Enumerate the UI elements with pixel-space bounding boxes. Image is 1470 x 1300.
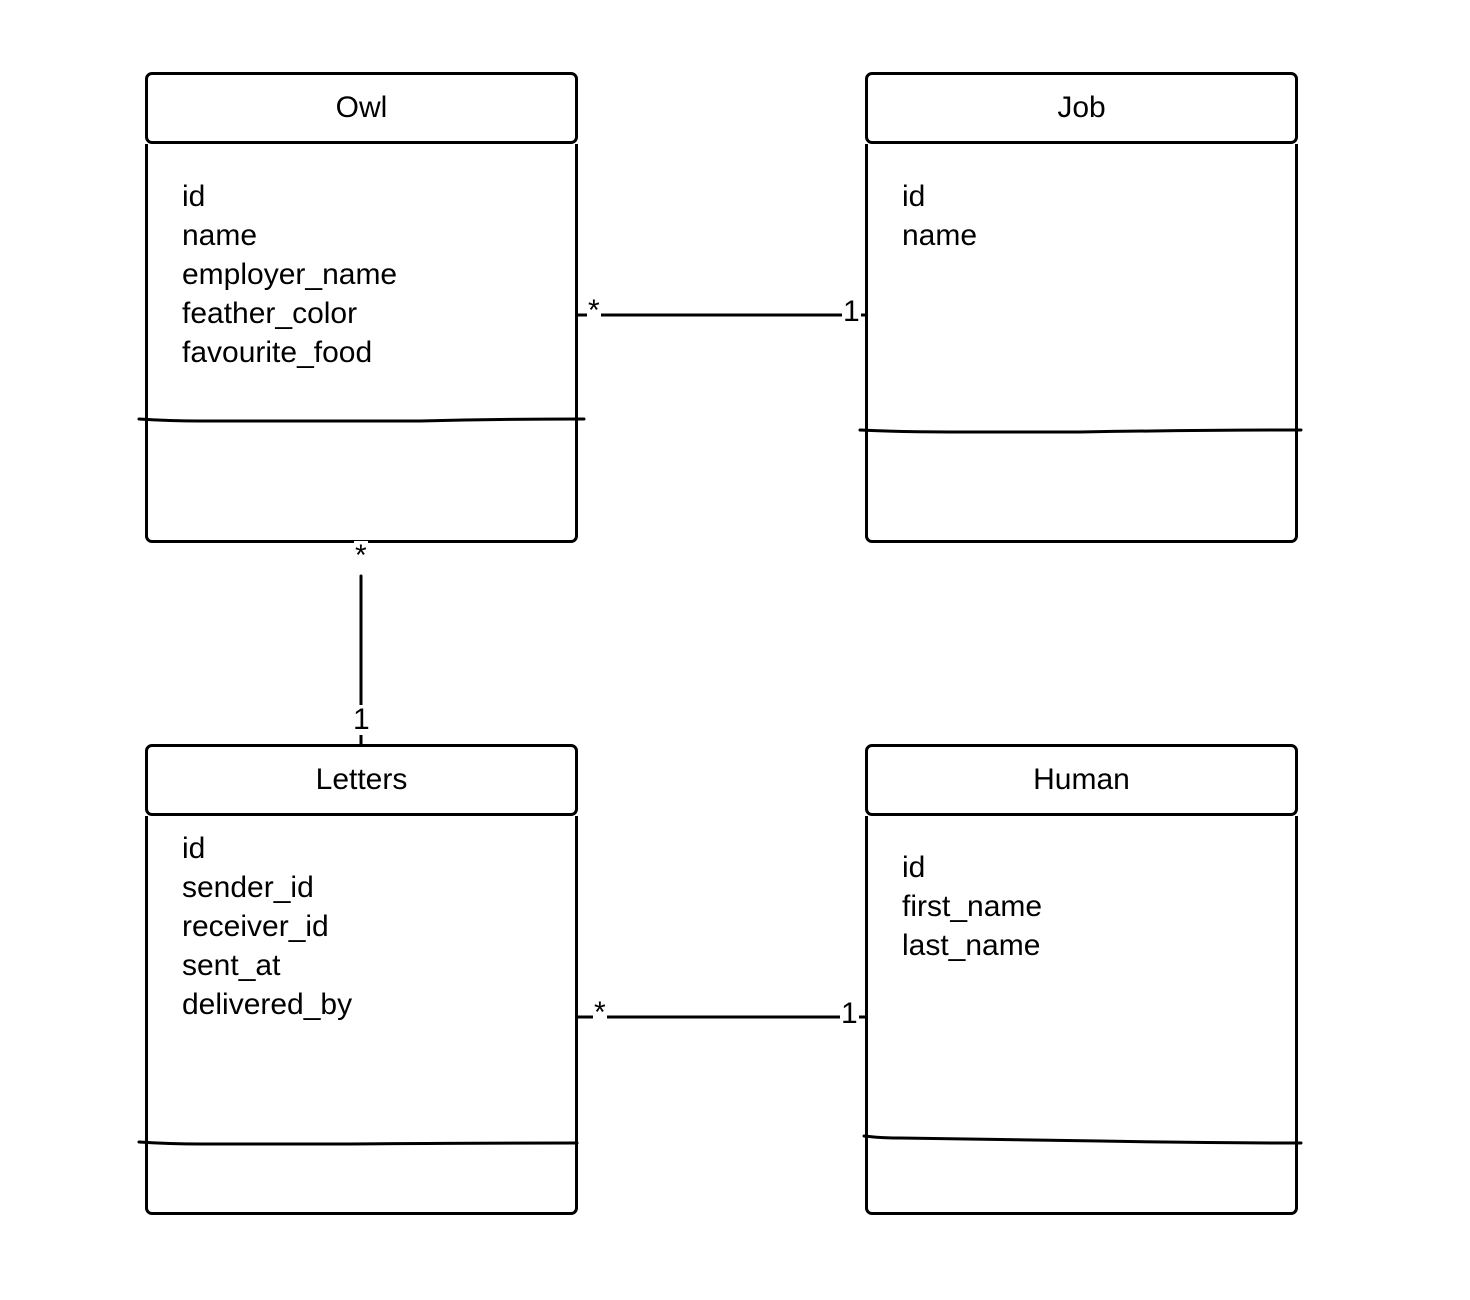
human-attribute: id (902, 851, 926, 884)
owl-attribute: favourite_food (182, 336, 373, 369)
letters-entity-title: Letters (315, 763, 408, 796)
owl-job-multiplicity-owl: * (587, 294, 601, 327)
owl-entity-title: Owl (335, 91, 388, 124)
owl-letters-multiplicity-letters: 1 (352, 703, 371, 736)
owl-attribute: feather_color (182, 297, 358, 330)
owl-entity-header[interactable]: Owl (145, 72, 578, 144)
letters-human-multiplicity-human: 1 (840, 997, 859, 1030)
letters-attribute: sender_id (182, 871, 314, 904)
letters-attribute: sent_at (182, 949, 281, 982)
job-attribute: id (902, 180, 926, 213)
human-entity-body[interactable] (865, 816, 1298, 1215)
letters-attribute-list: id sender_id receiver_id sent_at deliver… (182, 829, 352, 1024)
owl-job-multiplicity-job: 1 (842, 295, 861, 328)
letters-operations-separator (137, 1140, 579, 1146)
letters-human-multiplicity-letters: * (593, 996, 607, 1029)
job-attribute-list: id name (902, 177, 977, 255)
job-entity-header[interactable]: Job (865, 72, 1298, 144)
job-operations-separator (858, 428, 1303, 434)
human-attribute: last_name (902, 929, 1041, 962)
owl-attribute: name (182, 219, 258, 252)
letters-entity-body[interactable] (145, 816, 578, 1215)
owl-operations-separator (137, 417, 586, 423)
letters-attribute: delivered_by (182, 988, 353, 1021)
job-entity-title: Job (1057, 91, 1106, 124)
owl-attribute-list: id name employer_name feather_color favo… (182, 177, 397, 372)
owl-attribute: id (182, 180, 206, 213)
human-attribute: first_name (902, 890, 1043, 923)
job-entity-body[interactable] (865, 144, 1298, 543)
owl-letters-multiplicity-owl: * (354, 539, 368, 572)
owl-attribute: employer_name (182, 258, 398, 291)
letters-attribute: receiver_id (182, 910, 329, 943)
job-attribute: name (902, 219, 978, 252)
human-entity-header[interactable]: Human (865, 744, 1298, 816)
letters-attribute: id (182, 832, 206, 865)
human-entity-title: Human (1033, 763, 1130, 796)
human-attribute-list: id first_name last_name (902, 848, 1042, 965)
letters-entity-header[interactable]: Letters (145, 744, 578, 816)
human-operations-separator (862, 1134, 1303, 1145)
owl-entity-body[interactable] (145, 144, 578, 543)
